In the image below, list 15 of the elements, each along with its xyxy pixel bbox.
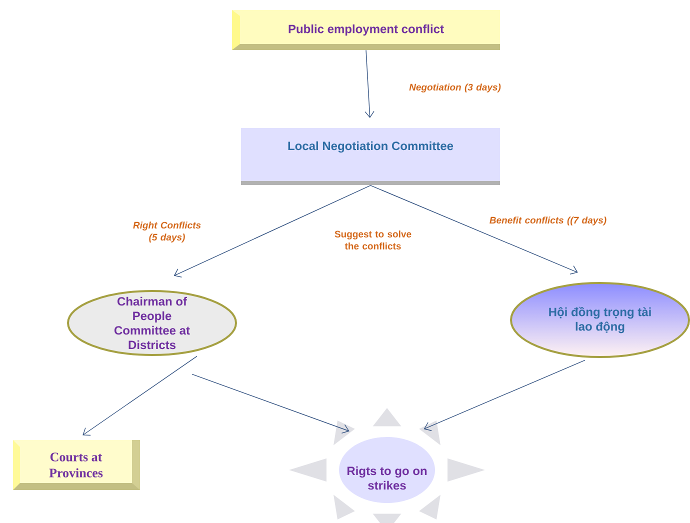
arrow [192, 374, 350, 434]
process-box: Local Negotiation Committee [241, 128, 500, 185]
edge-label: Benefit conflicts ((7 days) [490, 216, 606, 226]
note-label: Suggest to solve the conflicts [334, 230, 412, 250]
arrow [174, 185, 371, 278]
arrow [370, 185, 578, 274]
process-box: Public employment conflict [232, 10, 500, 50]
arrow [82, 356, 198, 436]
ellipse-node: Hội đồng trọng tài lao động [510, 282, 690, 358]
arrow [424, 360, 586, 431]
edge-label: Negotiation (3 days) [409, 84, 501, 92]
process-box: Courts at Provinces [13, 440, 140, 490]
edge-label: Right Conflicts (5 days) [133, 222, 201, 242]
arrow [364, 50, 374, 118]
ellipse-node: Chairman of People Committee at Districts [67, 290, 237, 356]
